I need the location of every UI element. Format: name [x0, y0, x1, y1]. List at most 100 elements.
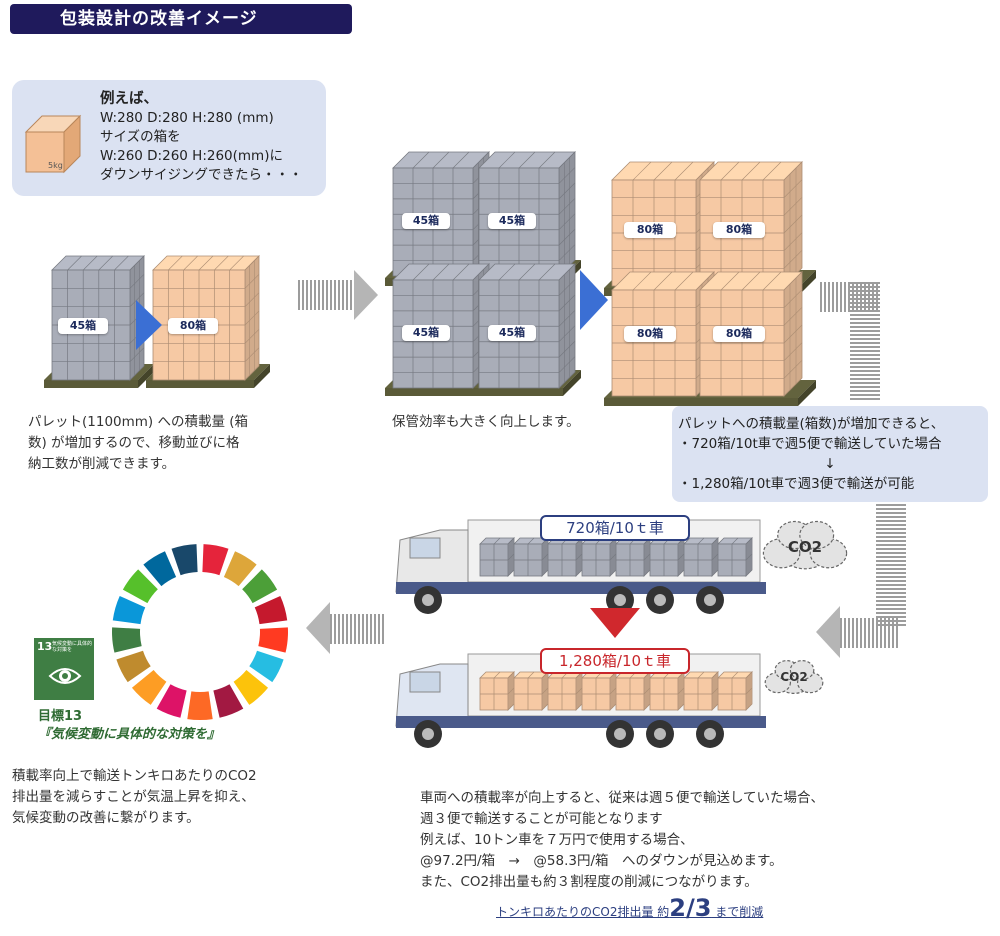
orange-stack-part: [783, 179, 803, 198]
desc-line: 例えば、10トン車を７万円で使用する場合、: [420, 832, 694, 848]
striped-connector-stripe: [876, 608, 906, 610]
sdg-wheel-segment: [171, 544, 198, 576]
striped-connector-stripe: [860, 282, 862, 312]
sdg-wheel-segment: [187, 691, 213, 720]
striped-arrow: [330, 614, 384, 644]
truck-box: [717, 671, 753, 711]
striped-connector-stripe: [876, 544, 906, 546]
striped-connector-stripe: [848, 282, 850, 312]
gray-stack-part: [518, 263, 536, 281]
striped-connector-stripe: [850, 362, 880, 364]
truck-box-part: [745, 553, 753, 561]
gray-stack-part: [67, 255, 82, 271]
wheel-hub: [704, 728, 716, 740]
striped-connector-stripe: [844, 282, 846, 312]
striped-arrow-stripe: [310, 280, 312, 310]
gray-stack-part: [558, 182, 576, 200]
truck-box-part: [507, 553, 515, 561]
sdg-wheel-segment: [143, 551, 177, 587]
truck-box: [683, 537, 719, 577]
gray-stack-part: [558, 263, 576, 389]
desc-line: また、CO2排出量も約３割程度の削減につながります。: [420, 874, 758, 890]
gray-stack-part: [452, 151, 470, 169]
eye-globe-icon: [48, 668, 82, 684]
sdg-wheel-segment: [122, 569, 158, 604]
striped-arrow-stripe: [378, 614, 380, 644]
striped-connector-stripe: [850, 298, 880, 300]
striped-connector-stripe: [850, 334, 880, 336]
striped-arrow-stripe: [374, 614, 376, 644]
wheel-hub: [422, 594, 434, 606]
striped-connector-stripe: [850, 394, 880, 396]
striped-connector-stripe: [884, 618, 886, 648]
truck-bottom-label: 1,280箱/10ｔ車: [540, 648, 690, 674]
truck-box-part: [643, 553, 651, 561]
truck-box-part: [731, 537, 739, 545]
gray-stack-part: [558, 356, 576, 373]
striped-connector-stripe: [876, 536, 906, 538]
striped-arrow-stripe: [342, 280, 344, 310]
striped-connector-stripe: [820, 282, 822, 312]
orange-stack: [699, 271, 803, 397]
gray-stack-part: [129, 274, 145, 289]
sdg-caption: 目標13 『気候変動に具体的な対策を』: [38, 708, 220, 744]
striped-connector-stripe: [832, 282, 834, 312]
striped-connector-stripe: [876, 552, 906, 554]
truck-box-part: [697, 537, 705, 545]
striped-connector-stripe: [850, 350, 880, 352]
striped-connector-stripe: [876, 512, 906, 514]
orange-stack-part: [783, 360, 803, 379]
gray-stack-part: [129, 347, 145, 362]
striped-connector-stripe: [850, 378, 880, 380]
striped-connector-stripe: [876, 282, 878, 312]
orange-stack-part: [198, 255, 214, 271]
gray-stack-part: [452, 263, 470, 281]
striped-connector-stripe: [850, 390, 880, 392]
sdg-wheel-segment: [242, 569, 278, 604]
striped-connector-stripe: [868, 282, 870, 312]
striped-connector-stripe: [864, 618, 866, 648]
truck-box-part: [575, 553, 583, 561]
striped-connector-stripe: [850, 282, 880, 284]
striped-connector-stripe: [850, 346, 880, 348]
pallet: [254, 364, 270, 388]
striped-connector-stripe: [856, 282, 858, 312]
gray-stack-part: [114, 255, 129, 271]
sdg-wheel-segment: [213, 684, 244, 718]
gray-stack-part: [412, 151, 430, 169]
striped-connector-stripe: [876, 560, 906, 562]
orange-stack-part: [183, 255, 198, 271]
truck-box-part: [575, 687, 583, 695]
striped-connector-stripe: [850, 302, 880, 304]
striped-arrow-stripe: [318, 280, 320, 310]
info-line: パレットへの積載量(箱数)が増加できると、: [678, 416, 945, 432]
stack-label: 45箱: [488, 213, 536, 229]
callout-line: W:260 D:260 H:260(mm)に: [100, 148, 283, 164]
gray-stack-part: [98, 255, 114, 271]
truck-box-part: [609, 553, 617, 561]
pallet: [44, 380, 138, 388]
truck-box: [513, 537, 549, 577]
arrow-head: [306, 602, 330, 654]
truck-box: [717, 537, 753, 577]
striped-arrow-stripe: [298, 280, 300, 310]
truck-top-chassis: [396, 582, 766, 594]
orange-stack-part: [244, 347, 260, 362]
gray-stack-part: [558, 294, 576, 312]
striped-connector-stripe: [892, 618, 894, 648]
striped-connector-stripe: [876, 576, 906, 578]
desc-line: 積載率向上で輸送トンキロあたりのCO2: [12, 768, 257, 784]
striped-arrow-stripe: [362, 614, 364, 644]
truck-box: [547, 537, 583, 577]
info-line: ・1,280箱/10t車で週3便で輸送が可能: [678, 476, 915, 492]
orange-stack-part: [168, 255, 183, 271]
co2-reduction-link[interactable]: トンキロあたりのCO2排出量 約2/3 まで削減: [496, 894, 763, 922]
striped-connector-stripe: [876, 580, 906, 582]
striped-arrow-stripe: [350, 614, 352, 644]
striped-connector-stripe: [850, 294, 880, 296]
desc-line: @97.2円/箱 → @58.3円/箱 へのダウンが見込めます。: [420, 853, 783, 869]
truck-box-part: [677, 553, 685, 561]
orange-stack-part: [229, 255, 244, 271]
sdg-wheel-segment: [254, 595, 288, 625]
striped-connector-stripe: [850, 354, 880, 356]
